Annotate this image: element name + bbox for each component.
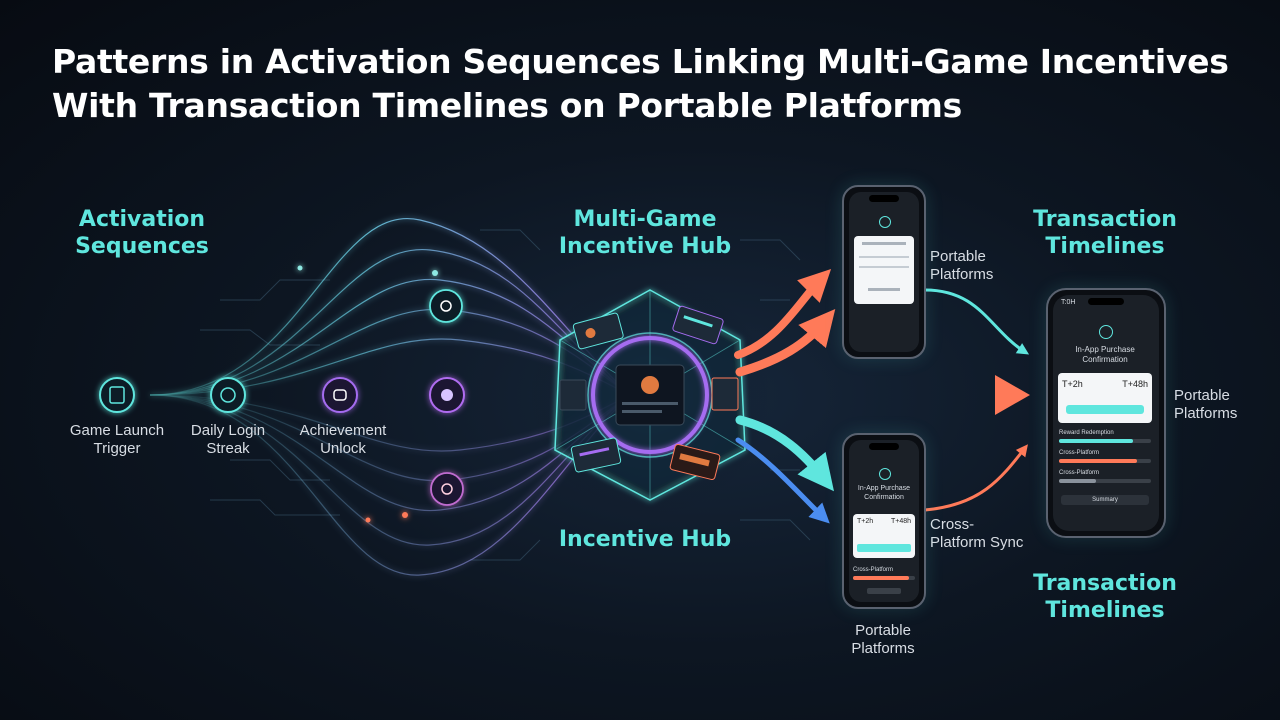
timeline-row-3-label: Cross-Platform	[1059, 470, 1100, 476]
game-card-2	[672, 305, 724, 345]
timeline-row-2-label: Cross-Platform	[1059, 450, 1100, 456]
step-label-achievement: Achievement Unlock	[299, 422, 387, 457]
label-portable-platforms-bottom: Portable Platforms	[851, 622, 915, 657]
game-card-1	[572, 312, 624, 350]
timeline-card: T+2h T+48h	[853, 514, 915, 558]
label-portable-platforms-top: Portable Platforms	[930, 248, 994, 283]
game-card-5	[559, 379, 587, 411]
time-end: T+48h	[1122, 379, 1148, 389]
label-portable-platforms-right: Portable Platforms	[1174, 387, 1238, 422]
hub-screen	[615, 364, 685, 426]
flow-dots	[297, 265, 438, 523]
step-label-daily-login: Daily Login Streak	[190, 422, 266, 457]
circuit-lines	[200, 229, 811, 561]
heading-incentive-hub: Incentive Hub	[558, 527, 732, 552]
heading-activation-sequences: Activation Sequences	[75, 207, 209, 259]
phone-top	[842, 185, 926, 359]
step-node-daily-login	[210, 377, 246, 413]
step-label-game-launch: Game Launch Trigger	[69, 422, 165, 457]
flow-node-top	[429, 289, 463, 323]
time-start: T+2h	[857, 518, 874, 525]
phone-large: T:0H In-App Purchase Confirmation T+2h T…	[1046, 288, 1166, 538]
refresh-icon	[220, 387, 236, 403]
main-arrow-head	[995, 375, 1030, 415]
timeline-row-1-label: Reward Redemption	[1059, 430, 1114, 436]
app-icon	[879, 216, 891, 228]
status-time: T:0H	[1061, 299, 1076, 306]
label-cross-platform-sync: Cross- Platform Sync	[930, 516, 1024, 551]
app-icon	[1099, 325, 1113, 339]
step-node-hub-entry	[429, 377, 465, 413]
time-start: T+2h	[1062, 379, 1083, 389]
flow-node-bottom	[430, 472, 464, 506]
phone-large-header: In-App Purchase Confirmation	[1075, 345, 1135, 364]
puzzle-icon	[440, 300, 452, 312]
step-node-achievement	[322, 377, 358, 413]
purchase-card	[854, 236, 914, 304]
phone-bottom-header: In-App Purchase Confirmation	[857, 485, 911, 501]
timeline-card: T+2h T+48h	[1058, 373, 1152, 423]
game-card-6	[711, 377, 739, 411]
phone-bottom: In-App Purchase Confirmation T+2h T+48h …	[842, 433, 926, 609]
hub-logo-icon	[641, 376, 659, 394]
phone-bottom-row: Cross-Platform	[853, 567, 894, 573]
step-node-game-launch	[99, 377, 135, 413]
game-card-3	[570, 437, 622, 473]
summary-button: Summary	[1061, 495, 1149, 505]
heading-transaction-timelines-bottom: Transaction Timelines	[1033, 571, 1177, 623]
node-icon	[441, 389, 453, 401]
page-title: Patterns in Activation Sequences Linking…	[52, 42, 1229, 125]
incentive-hub	[530, 275, 770, 515]
heading-multi-game-hub: Multi-Game Incentive Hub	[558, 207, 732, 259]
game-card-4	[669, 443, 721, 481]
trophy-icon	[333, 389, 347, 401]
time-end: T+48h	[890, 518, 911, 525]
app-icon	[879, 468, 891, 480]
outgoing-arrows	[734, 268, 1030, 524]
gift-icon	[441, 483, 453, 495]
gamepad-icon	[109, 386, 125, 404]
confirm-bar	[1066, 405, 1144, 414]
heading-transaction-timelines-top: Transaction Timelines	[1033, 207, 1177, 259]
